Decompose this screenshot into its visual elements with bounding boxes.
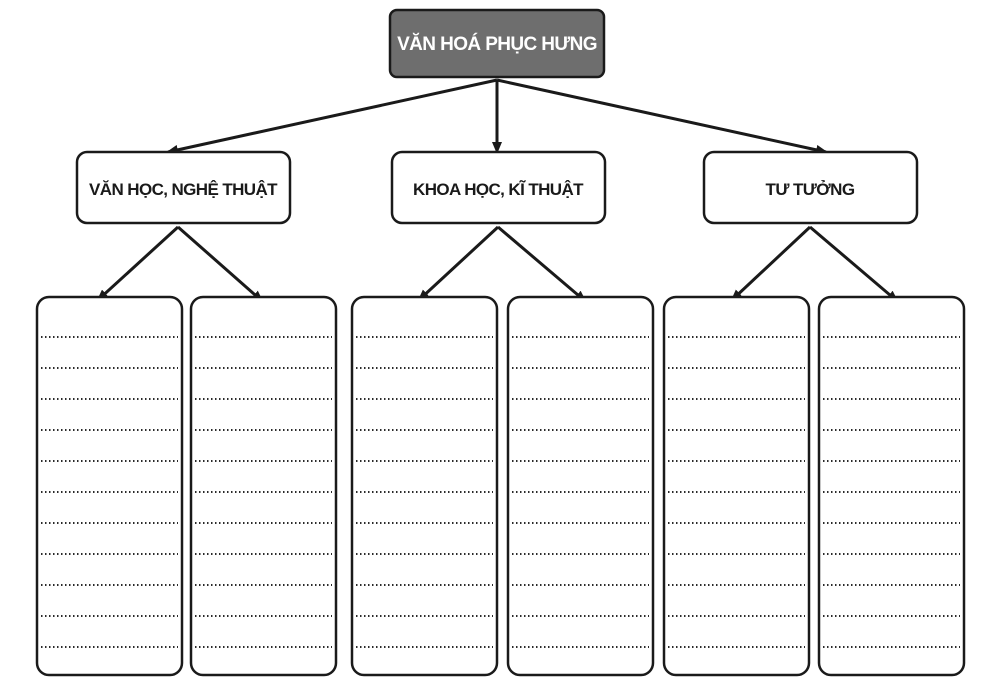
answer-box-1[interactable] bbox=[35, 295, 184, 677]
answer-boxes bbox=[35, 295, 966, 677]
category-box-1 bbox=[75, 150, 292, 225]
arrow-category-2-to-box-4 bbox=[497, 225, 587, 303]
arrow-category-1-to-box-1 bbox=[96, 225, 180, 302]
arrow-category-3-to-box-6 bbox=[809, 225, 899, 303]
arrow-category-2-to-box-3 bbox=[417, 225, 500, 302]
category-node-1: VĂN HỌC, NGHỆ THUẬT bbox=[75, 150, 292, 225]
answer-box-6[interactable] bbox=[817, 295, 966, 677]
arrow-category-1-to-box-2 bbox=[177, 225, 264, 303]
root-arrows bbox=[166, 78, 828, 155]
answer-box-5[interactable] bbox=[662, 295, 811, 677]
answer-box-4[interactable] bbox=[506, 295, 655, 677]
arrow-root-to-category-1 bbox=[166, 78, 498, 155]
category-arrows bbox=[96, 225, 899, 303]
category-label-3: TƯ TƯỞNG bbox=[766, 180, 855, 199]
category-box-3 bbox=[702, 150, 919, 225]
answer-box-2[interactable] bbox=[189, 295, 338, 677]
root-node: VĂN HOÁ PHỤC HƯNG bbox=[388, 8, 606, 79]
answer-box-3[interactable] bbox=[350, 295, 499, 677]
arrow-root-to-category-3 bbox=[496, 78, 828, 155]
root-box bbox=[388, 8, 606, 79]
category-node-2: KHOA HỌC, KĨ THUẬT bbox=[390, 150, 607, 225]
category-node-3: TƯ TƯỞNG bbox=[702, 150, 919, 225]
root-label: VĂN HOÁ PHỤC HƯNG bbox=[397, 33, 597, 55]
arrow-category-3-to-box-5 bbox=[730, 225, 812, 302]
category-box-2 bbox=[390, 150, 607, 225]
category-label-2: KHOA HỌC, KĨ THUẬT bbox=[413, 179, 584, 199]
category-label-1: VĂN HỌC, NGHỆ THUẬT bbox=[89, 180, 278, 199]
answer-dotted-lines bbox=[41, 336, 960, 648]
